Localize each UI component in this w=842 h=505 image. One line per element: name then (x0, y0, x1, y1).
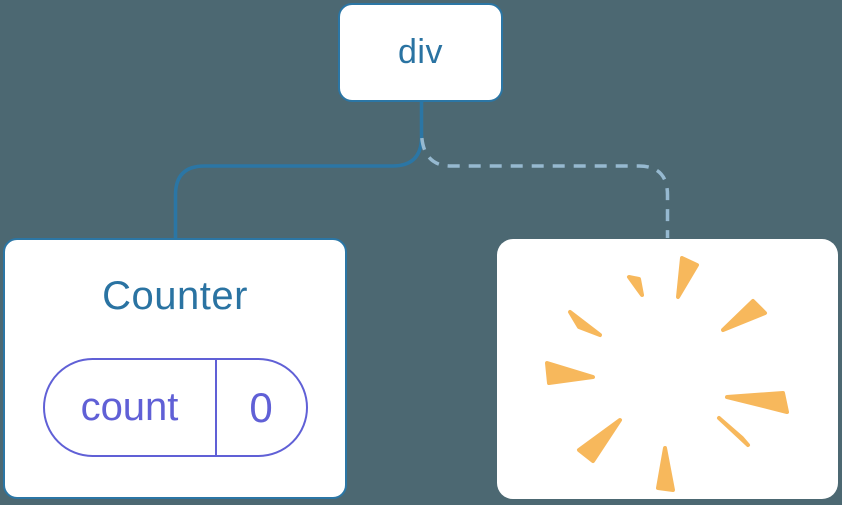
state-value-cell: 0 (217, 360, 306, 455)
state-key-cell: count (45, 360, 217, 455)
state-value-label: 0 (249, 383, 273, 431)
state-pill: count 0 (42, 358, 308, 457)
poof-burst-icon (545, 256, 789, 492)
edge-div-to-counter (173, 102, 424, 238)
edge-div-to-removed-dashed (419, 132, 670, 238)
node-counter: Counter count 0 (3, 238, 347, 499)
node-div-label: div (398, 33, 443, 71)
node-counter-label: Counter (102, 274, 248, 318)
state-key-label: count (80, 385, 179, 429)
node-div: div (338, 3, 503, 102)
node-removed (497, 239, 838, 499)
